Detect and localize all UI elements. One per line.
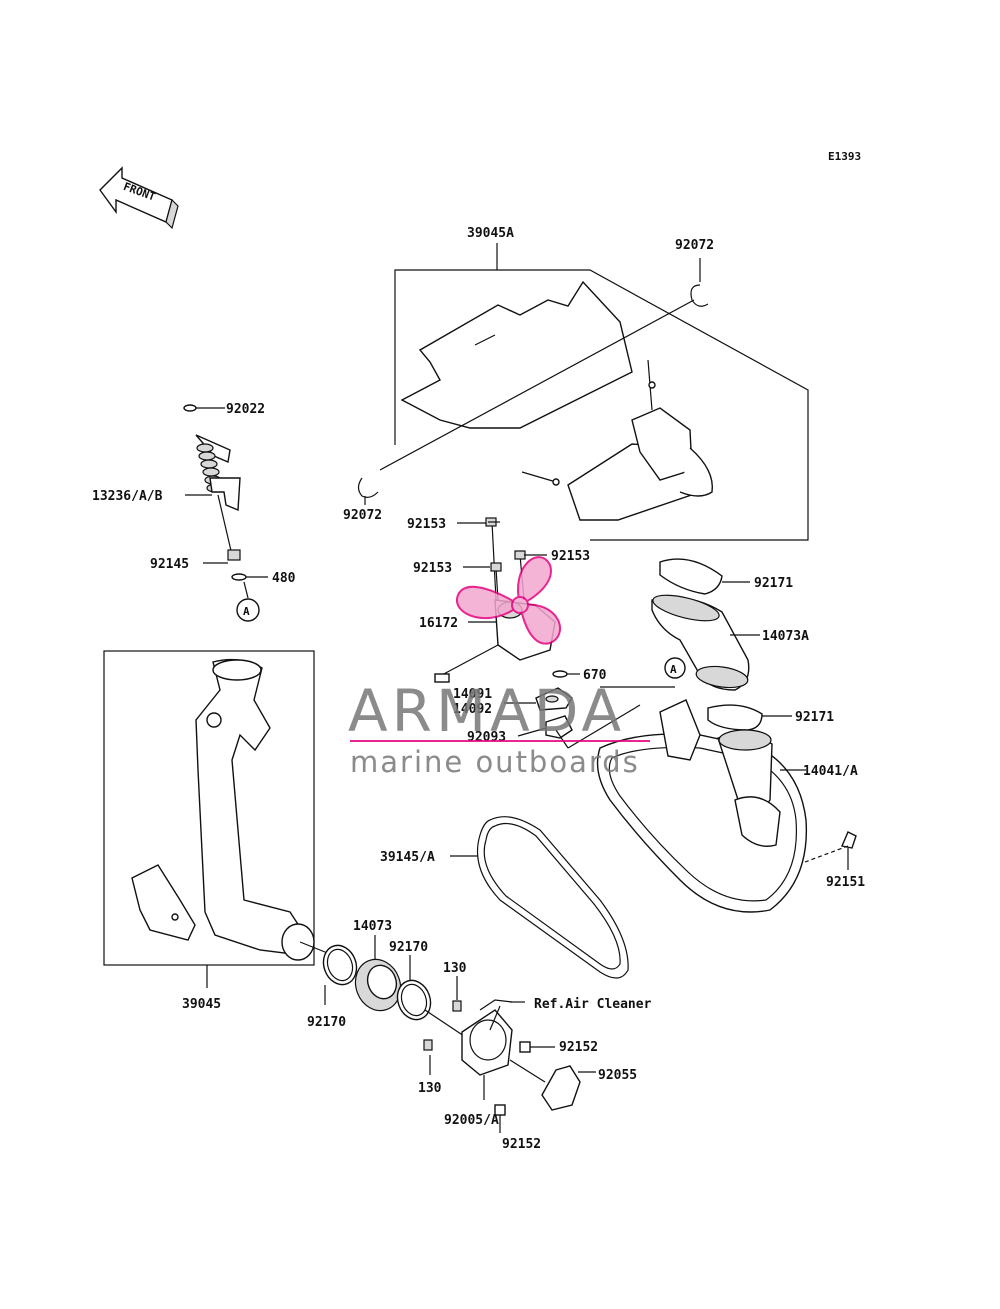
part-labels: 39045A 92072 92072 92022 13236/A/B 92145… <box>92 226 865 1152</box>
label-92072-top: 92072 <box>675 238 714 253</box>
label-92170-a: 92170 <box>307 1015 346 1030</box>
label-14091: 14091 <box>453 687 492 702</box>
label-14041A: 14041/A <box>803 764 858 779</box>
clip-92072-top <box>379 258 709 471</box>
propeller-logo-icon <box>455 556 561 645</box>
label-480: 480 <box>272 571 296 586</box>
watermark-brand: ARMADA <box>348 677 625 745</box>
duct-14073A <box>651 558 792 731</box>
label-16172: 16172 <box>419 616 458 631</box>
spring-13236: A <box>183 404 268 622</box>
callout-a-right: A <box>670 663 677 676</box>
front-arrow-icon: FRONT <box>99 166 179 230</box>
label-92055: 92055 <box>598 1068 637 1083</box>
label-13236: 13236/A/B <box>92 489 163 504</box>
pipe-39045 <box>103 650 341 988</box>
callout-a-left: A <box>243 605 250 618</box>
watermark: ARMADA marine outboards <box>348 556 650 779</box>
label-14073A: 14073A <box>762 629 809 644</box>
label-14073: 14073 <box>353 919 392 934</box>
label-14092: 14092 <box>453 702 492 717</box>
label-92171-a: 92171 <box>754 576 793 591</box>
label-39045: 39045 <box>182 997 221 1012</box>
label-92152-a: 92152 <box>559 1040 598 1055</box>
label-92072-left: 92072 <box>343 508 382 523</box>
bracket-39045A <box>394 243 809 541</box>
cover-14041A: A <box>555 657 857 913</box>
label-92153-b: 92153 <box>551 549 590 564</box>
clamp-92170-left <box>322 944 358 1005</box>
clip-92072-left <box>357 477 379 505</box>
leader-lines <box>457 522 547 568</box>
label-92151: 92151 <box>826 875 865 890</box>
label-39145A: 39145/A <box>380 850 435 865</box>
label-92170-b: 92170 <box>389 940 428 955</box>
label-92171-b: 92171 <box>795 710 834 725</box>
label-92153-c: 92153 <box>413 561 452 576</box>
label-670: 670 <box>583 668 607 683</box>
label-ref-air-cleaner: Ref.Air Cleaner <box>534 997 652 1012</box>
label-92145: 92145 <box>150 557 189 572</box>
belt-39145A <box>450 816 629 979</box>
clamp-92170-right <box>396 955 432 1021</box>
label-130-b: 130 <box>418 1081 442 1096</box>
label-92022: 92022 <box>226 402 265 417</box>
label-92005A: 92005/A <box>444 1113 499 1128</box>
diagram-code: E1393 <box>828 150 861 163</box>
label-39045A: 39045A <box>467 226 514 241</box>
label-130-a: 130 <box>443 961 467 976</box>
label-92152-b: 92152 <box>502 1137 541 1152</box>
plate-14091 <box>504 687 573 739</box>
label-92153-a: 92153 <box>407 517 446 532</box>
watermark-tagline: marine outboards <box>350 745 640 779</box>
hose-14073 <box>354 935 402 1012</box>
cover-92005A <box>423 976 596 1133</box>
